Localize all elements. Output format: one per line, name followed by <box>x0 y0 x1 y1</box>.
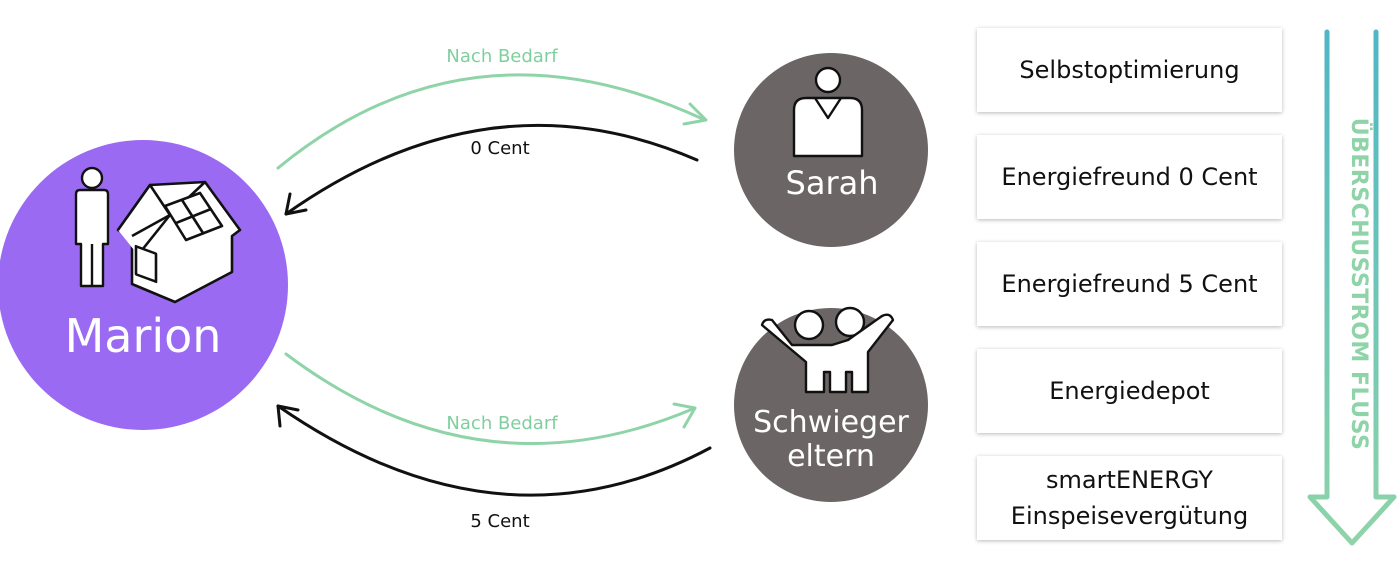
label-to-schwiegereltern: Nach Bedarf <box>446 413 558 434</box>
person-icon <box>74 166 110 288</box>
schwiegereltern-label-line2: eltern <box>787 439 875 474</box>
label-from-sarah: 0 Cent <box>470 138 529 159</box>
step-box-energiefreund-0: Energiefreund 0 Cent <box>977 135 1282 219</box>
node-sarah: Sarah <box>734 53 928 247</box>
house-solar-icon <box>116 180 242 304</box>
step-box-energiefreund-5: Energiefreund 5 Cent <box>977 242 1282 326</box>
label-from-schwiegereltern: 5 Cent <box>470 511 529 532</box>
step-label: Energiefreund 5 Cent <box>1001 270 1258 298</box>
surplus-flow-label: ÜBERSCHUSSTROM FLUSS <box>1346 118 1372 451</box>
label-to-sarah: Nach Bedarf <box>446 46 558 67</box>
surplus-flow-arrow: ÜBERSCHUSSTROM FLUSS <box>1307 29 1397 546</box>
couple-icon <box>760 306 895 394</box>
arrow-to-sarah <box>276 73 708 170</box>
arrow-from-schwiegereltern <box>276 404 712 497</box>
sarah-label: Sarah <box>786 164 879 202</box>
step-label: smartENERGY Einspeisevergütung <box>1010 466 1249 530</box>
step-box-smartenergy: smartENERGY Einspeisevergütung <box>977 456 1282 540</box>
marion-label: Marion <box>65 309 222 363</box>
step-label: Energiedepot <box>1049 377 1210 405</box>
step-label: Energiefreund 0 Cent <box>1001 163 1258 191</box>
step-label: Selbstoptimierung <box>1019 56 1240 84</box>
node-marion: Marion <box>0 140 288 430</box>
node-schwiegereltern: Schwieger eltern <box>734 306 928 502</box>
step-box-selbstoptimierung: Selbstoptimierung <box>977 28 1282 112</box>
person-bust-icon <box>792 66 864 158</box>
arrow-to-schwiegereltern <box>284 352 697 445</box>
arrow-from-sarah <box>284 123 699 216</box>
step-box-energiedepot: Energiedepot <box>977 349 1282 433</box>
schwiegereltern-label-line1: Schwieger <box>753 405 909 440</box>
